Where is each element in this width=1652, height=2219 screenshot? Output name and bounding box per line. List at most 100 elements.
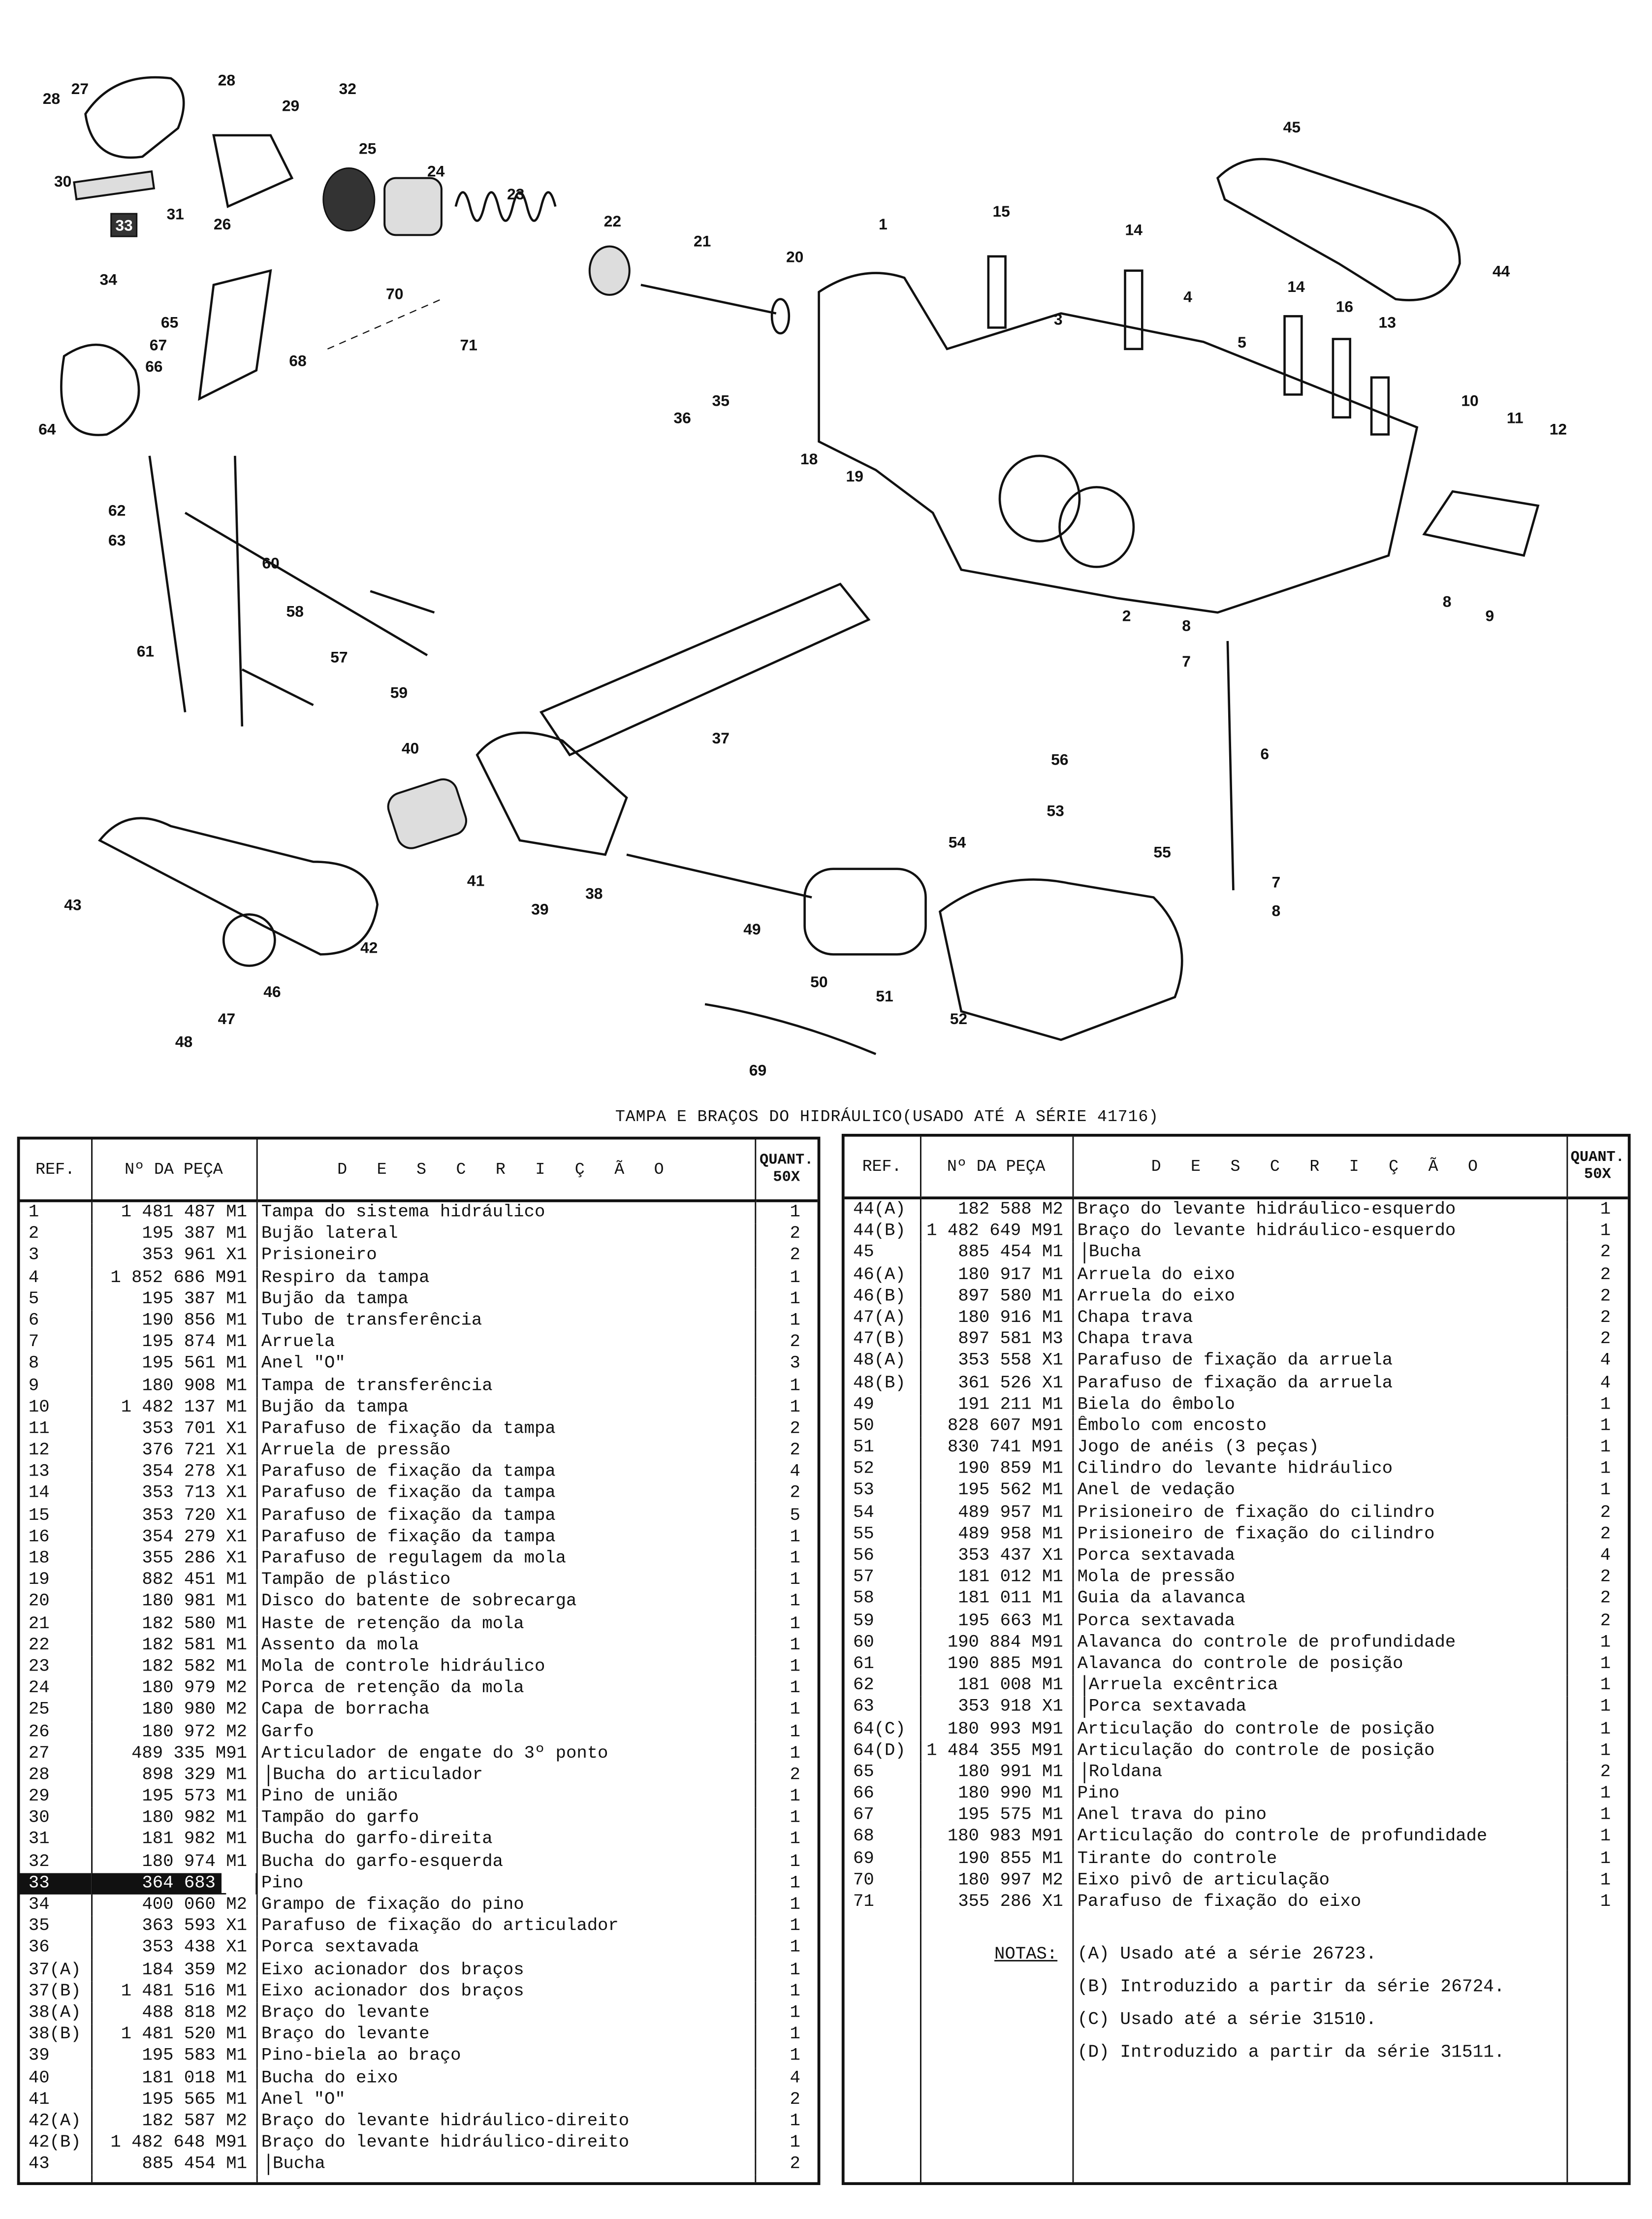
quantity-cell: 2 [1600,1762,1611,1782]
part-number-cell: 190 856 M1 [91,1310,257,1332]
ref-cell: 46(B) [844,1286,921,1308]
quantity-cell: 1 [1600,1740,1611,1760]
description: Parafuso de fixação do eixo [1077,1892,1362,1912]
part-number-cell: 1 481 520 M1 [91,2024,257,2046]
table-filler-row: NOTAS: (A) Usado até a série 26723.(B) I… [844,1913,1628,2183]
description-cell: Haste de retenção da mola [256,1613,756,1635]
quantity-cell: 2 [790,1332,800,1352]
callout-56: 56 [1051,751,1068,769]
description: Anel "O" [261,2089,346,2109]
part-number-cell: 1 481 516 M1 [91,1981,257,2003]
quantity-cell: 2 [1600,1610,1611,1631]
quantity-cell: 2 [1600,1329,1611,1350]
callout-35: 35 [712,392,730,410]
description-cell: Jogo de anéis (3 peças) [1072,1437,1567,1459]
depth-link-drawing [198,269,272,401]
ref-cell: 30 [20,1808,92,1830]
part-number-cell: 376 721 X1 [91,1440,257,1462]
sub-item-description: Bucha [267,2154,325,2176]
spring-drawing [454,191,557,222]
part-number-cell: 195 575 M1 [920,1805,1073,1827]
description-cell: Bucha [1072,1242,1567,1264]
ref-cell: 70 [844,1870,921,1892]
quantity-cell: 1 [1600,1437,1611,1457]
description-cell: Alavanca do controle de profundidade [1072,1632,1567,1654]
part-number-cell: 180 991 M1 [920,1762,1073,1784]
quantity-cell: 1 [790,1959,800,1980]
ref-cell: 23 [20,1656,92,1678]
ref-cell: 55 [844,1524,921,1546]
description: Anel "O" [261,1353,346,1374]
description: Mola de controle hidráulico [261,1656,545,1676]
callout-29: 29 [282,97,299,115]
callout-64: 64 [38,420,56,438]
pressure-spring-drawing [241,590,435,707]
quantity-cell: 1 [790,1375,800,1395]
header-part-number: Nº DA PEÇA [91,1139,257,1202]
ref-cell: 58 [844,1588,921,1610]
ref-cell: 12 [20,1440,92,1462]
callout-8: 8 [1182,617,1191,635]
callout-61: 61 [137,643,154,660]
quantity-cell: 1 [790,1808,800,1828]
ref-cell: 7 [20,1332,92,1354]
description: Jogo de anéis (3 peças) [1077,1437,1319,1457]
part-number-cell: 488 818 M2 [91,2002,257,2025]
description: Braço do levante [261,2024,430,2044]
quantity-cell: 5 [790,1505,800,1525]
ref-cell: 2 [20,1223,92,1246]
description-cell: Bucha do garfo-esquerda [256,1851,756,1873]
part-number-cell: 180 908 M1 [91,1375,257,1397]
description-cell: Roldana [1072,1762,1567,1784]
part-number-cell: 180 981 M1 [91,1591,257,1613]
ref-cell: 57 [844,1567,921,1589]
header-ref: REF. [20,1139,92,1202]
ref-cell: 61 [844,1653,921,1675]
quantity-cell: 1 [790,1851,800,1871]
header-quantity: QUANT.50X [755,1139,818,1202]
description-cell: Braço do levante [256,2024,756,2046]
ref-cell: 6 [20,1310,92,1332]
quantity-cell: 1 [1600,1394,1611,1414]
overload-disc-drawing [770,298,791,335]
part-number-cell: 181 012 M1 [920,1567,1073,1589]
quantity-cell: 1 [1600,1480,1611,1501]
quantity-cell: 1 [790,2132,800,2153]
callout-13: 13 [1379,313,1396,331]
note-item: (D) Introduzido a partir da série 31511. [1077,2043,1505,2063]
part-number-cell: 181 982 M1 [91,1830,257,1851]
quantity-cell: 2 [1600,1307,1611,1328]
description: Articulação do controle de posição [1077,1740,1435,1760]
ref-cell: 24 [20,1678,92,1700]
quantity-cell: 2 [1600,1567,1611,1587]
description-cell: Eixo acionador dos braços [256,1959,756,1981]
part-number-cell: 885 454 M1 [920,1242,1073,1264]
shaft-bushing-drawing [387,778,467,849]
description-cell: Bujão lateral [256,1223,756,1246]
quantity-cell: 2 [1600,1264,1611,1285]
part-number-cell: 400 060 M2 [91,1894,257,1916]
header-ref: REF. [844,1136,921,1199]
quantity-cell: 1 [1600,1848,1611,1868]
description-cell: Parafuso de fixação da tampa [256,1505,756,1527]
description-cell: Tampão de plástico [256,1570,756,1592]
notes-label-cell: NOTAS: [920,1913,1073,2183]
